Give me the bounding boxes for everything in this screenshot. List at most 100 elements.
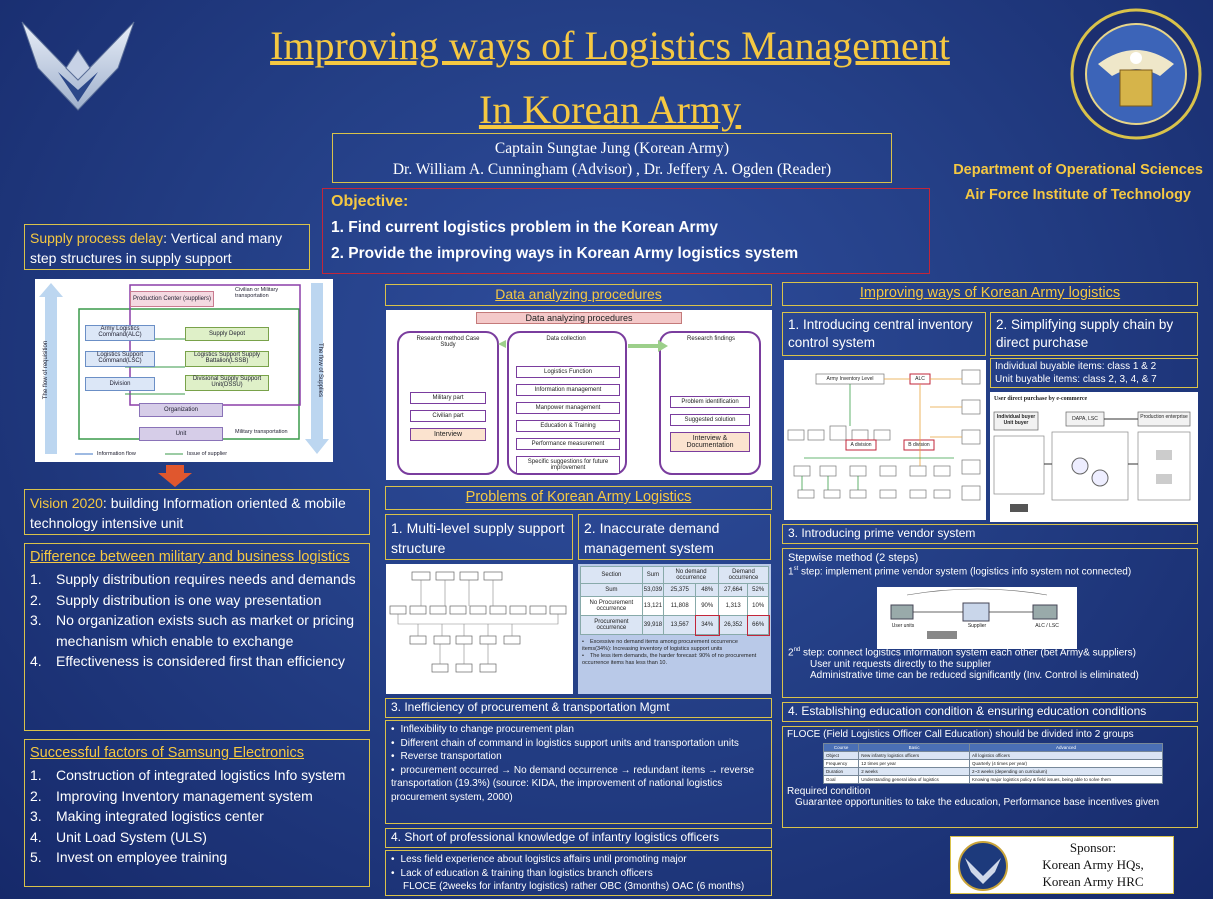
procedure-item: Performance measurement (516, 438, 620, 450)
supply-delay-box: Supply process delay: Vertical and many … (24, 224, 310, 270)
division-node: Division (85, 377, 155, 391)
table-cell: 26,352 (718, 615, 749, 635)
sponsor-text: Sponsor: Korean Army HQs, Korean Army HR… (1015, 839, 1171, 890)
problem-4-header: 4. Short of professional knowledge of in… (385, 828, 772, 848)
legend-information-flow: Information flow (97, 451, 136, 457)
objective-item-2: 2. Provide the improving ways in Korean … (331, 245, 799, 262)
step-1-sup: st (793, 566, 799, 572)
table-cell: 13,121 (641, 596, 665, 616)
data-analyzing-heading-box: Data analyzing procedures (385, 284, 772, 306)
objective-box: Objective: 1. Find current logistics pro… (322, 188, 930, 274)
table-cell: New infantry logistics officers (858, 751, 970, 760)
multilevel-structure-diagram (386, 564, 573, 694)
col3-title: Research findings (686, 336, 736, 342)
list-text: Construction of integrated logistics Inf… (56, 767, 346, 783)
table-cell: Object (822, 751, 860, 760)
table-header-cell: Basic (858, 743, 970, 752)
table-cell: No Procurement occurrence (580, 596, 643, 616)
step-2-text: 2nd step: connect logistics information … (788, 647, 1192, 658)
buyable-box: Individual buyable items: class 1 & 2 Un… (990, 358, 1198, 388)
buyable-line-1: Individual buyable items: class 1 & 2 (995, 361, 1157, 372)
list-item: Inflexibility to change procurement plan (391, 723, 766, 737)
table-header-cell: Course (822, 743, 860, 752)
list-item: 4.Unit Load System (ULS) (30, 827, 364, 848)
list-item: 2. Improving Inventory management system (30, 786, 364, 807)
improving-2-box: 2. Simplifying supply chain by direct pu… (990, 312, 1198, 356)
buyable-line-2: Unit buyable items: class 2, 3, 4, & 7 (995, 374, 1157, 385)
list-text: Supply distribution is one way presentat… (56, 591, 322, 608)
supply-delay-label: Supply process delay (30, 230, 164, 246)
list-number: 1. (30, 571, 42, 587)
list-item: 1. Supply distribution requires needs and… (30, 569, 364, 590)
problem-2-box: 2. Inaccurate demand management system (578, 514, 771, 560)
list-item: 1. Construction of integrated logistics I… (30, 765, 364, 786)
dp-title: User direct purchase by e-commerce (994, 396, 1088, 402)
list-number: 3. (30, 808, 42, 824)
list-number: 2. (30, 787, 42, 804)
lssb-node: Logistics Support Supply Battalion(LSSB) (185, 351, 269, 367)
problem-1-label: 1. Multi-level supply support structure (391, 520, 565, 556)
table-cell: Understanding general idea of logistics (858, 775, 970, 784)
sponsor-label: Sponsor: (1069, 840, 1117, 855)
procedure-item: Civilian part (410, 410, 486, 422)
data-analyzing-diagram: Data analyzing procedures Research metho… (386, 310, 772, 480)
organization-node: Organization (139, 403, 223, 417)
unit-node: Unit (139, 427, 223, 441)
problem-3-header: 3. Inefficiency of procurement & transpo… (385, 698, 772, 718)
procedure-item: Specific suggestions for future improvem… (516, 456, 620, 474)
list-text: Supply distribution requires needs and d… (56, 571, 356, 587)
problem-3-label: 3. Inefficiency of procurement & transpo… (391, 700, 670, 714)
b-division-label: B division (908, 442, 930, 448)
improving-4-label: 4. Establishing education condition & en… (788, 704, 1147, 718)
list-text: Invest on employee training (56, 849, 228, 865)
list-item: Lack of education & training than logist… (391, 867, 766, 881)
table-cell: 10% (747, 596, 769, 616)
table-cell: 2 weeks (858, 767, 970, 776)
data-analyzing-heading: Data analyzing procedures (495, 286, 662, 302)
pv-supplier-label: Supplier (967, 623, 987, 629)
table-cell: Knowing major logistics policy & field i… (969, 775, 1163, 784)
afit-seal-logo (1068, 6, 1204, 142)
step-1-desc: step: implement prime vendor system (log… (798, 566, 1132, 578)
production-center-node: Production Center (suppliers) (130, 291, 214, 307)
table-cell: 12 times per year (858, 759, 970, 768)
col1-title: Research method Case Study (416, 336, 480, 348)
air-force-wings-logo (18, 10, 138, 120)
samsung-heading: Successful factors of Samsung Electronic… (30, 745, 305, 761)
difference-box: Difference between military and business… (24, 543, 370, 731)
step-2-number: 2 (788, 647, 794, 659)
problem-4-list: Less field experience about logistics af… (391, 853, 766, 880)
problem-4-label: 4. Short of professional knowledge of in… (391, 830, 719, 844)
prime-vendor-diagram: User units Supplier ALC / LSC (877, 587, 1077, 649)
list-text: No organization exists such as market or… (56, 612, 355, 649)
list-number: 4. (30, 653, 42, 669)
stepwise-box: Stepwise method (2 steps) 1st step: impl… (782, 548, 1198, 698)
list-number: 2. (30, 591, 42, 608)
table-cell: 53,039 (641, 583, 665, 597)
legend-issue-of-supplier: Issue of supplier (187, 451, 228, 457)
procedure-item: Interview (410, 428, 486, 441)
difference-list: 1. Supply distribution requires needs and… (30, 569, 364, 672)
central-inventory-diagram: Army Inventory Level ALC A division B di… (784, 360, 986, 520)
list-text: Improving Inventory management system (56, 787, 313, 804)
list-item: 5. Invest on employee training (30, 847, 364, 868)
table-cell: All logistics officers (969, 751, 1163, 760)
step-1-text: 1st step: implement prime vendor system … (788, 566, 1192, 577)
table-cell: 11,808 (663, 596, 697, 616)
civilian-transport-label: Civilian or Military transportation (235, 287, 279, 299)
list-number: 3. (30, 612, 42, 628)
list-number: 5. (30, 849, 42, 865)
difference-heading: Difference between military and business… (30, 549, 350, 565)
table-header-cell: Advanced (969, 743, 1163, 752)
table-cell: 39,918 (641, 615, 665, 635)
list-number: 1. (30, 767, 42, 783)
supply-structure-diagram: The flow of requisition The flow of Supp… (35, 279, 333, 462)
demand-notes: Excessive no demand items among procurem… (578, 637, 771, 669)
problem-1-box: 1. Multi-level supply support structure (385, 514, 573, 560)
